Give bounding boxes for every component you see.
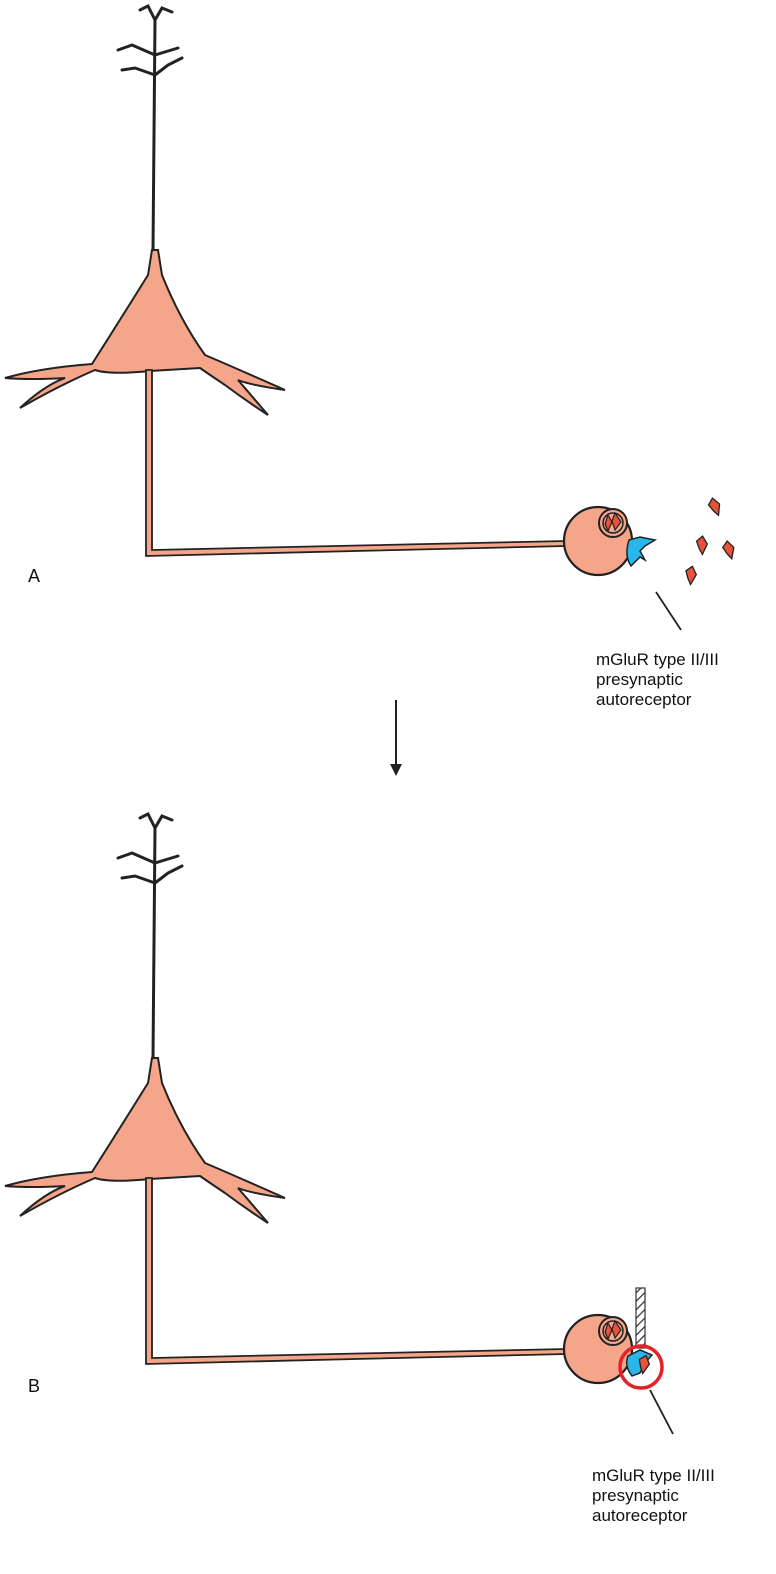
label-line: mGluR type II/III: [592, 1466, 715, 1485]
label-line: autoreceptor: [592, 1506, 688, 1525]
panel-letter-a: A: [28, 566, 41, 586]
label-line: presynaptic: [592, 1486, 679, 1505]
panel-a-neuron: [3, 4, 736, 631]
highlight-circle: [618, 1344, 664, 1390]
label-line: mGluR type II/III: [596, 650, 719, 669]
label-line: presynaptic: [596, 670, 683, 689]
label-pointer-a: [655, 591, 682, 631]
label-pointer-b: [649, 1389, 674, 1435]
glutamate-molecules: [682, 496, 736, 586]
autoreceptor-label-b: mGluR type II/III presynaptic autorecept…: [592, 1466, 715, 1526]
autoreceptor-a: [626, 536, 658, 568]
hatched-agent-bar: [635, 1287, 646, 1349]
label-line: autoreceptor: [596, 690, 692, 709]
autoreceptor-label-a: mGluR type II/III presynaptic autorecept…: [596, 650, 719, 710]
down-arrow: [390, 700, 402, 776]
panel-b-neuron: [3, 812, 674, 1435]
panel-letter-b: B: [28, 1376, 41, 1396]
